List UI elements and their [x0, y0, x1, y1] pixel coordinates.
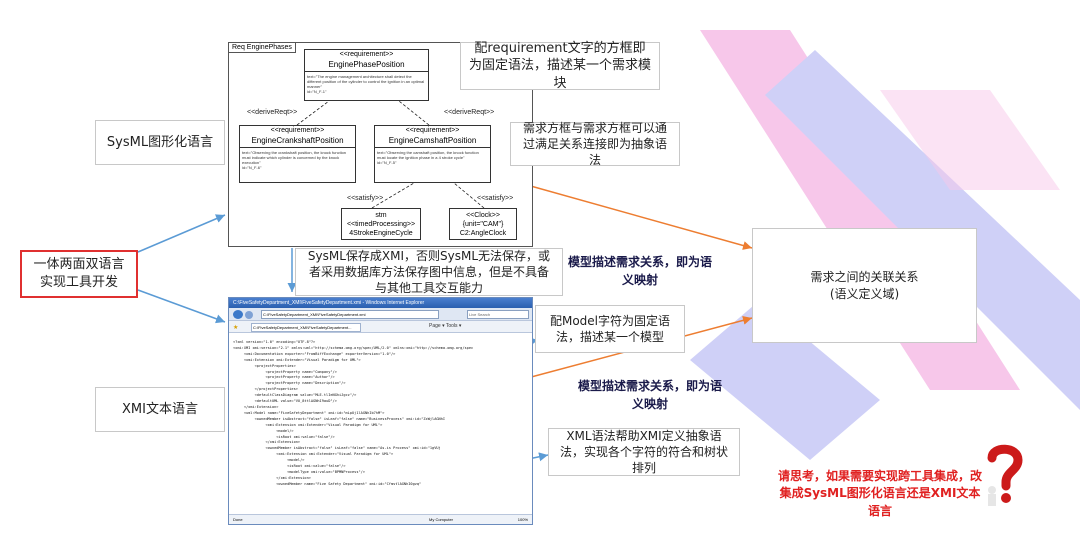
back-icon[interactable]	[233, 310, 243, 319]
sysml-language-box: SysML图形化语言	[95, 120, 225, 165]
ie-browser-window: C:\FiveSafetyDepartment_XMI\FiveSafetyDe…	[228, 297, 533, 525]
window-title: C:\FiveSafetyDepartment_XMI\FiveSafetyDe…	[229, 298, 532, 308]
callout-requirement-box: 配requirement文字的方框即为固定语法，描述某一个需求模块	[460, 42, 660, 90]
callout-relation: 需求方框与需求方框可以通过满足关系连接即为抽象语法	[510, 122, 680, 166]
dual-language-line2: 实现工具开发	[40, 274, 118, 292]
semantic-domain-line2: (语义定义域)	[830, 286, 899, 302]
callout-text: 配requirement文字的方框即为固定语法，描述某一个需求模块	[469, 40, 651, 93]
derive-right-label: <<deriveReqt>>	[444, 109, 494, 116]
callout-xml-grammar: XML语法帮助XMI定义抽象语法，实现各个字符的符合和树状排列	[548, 428, 740, 476]
block-line: stm	[342, 211, 420, 220]
semantic-domain-box: 需求之间的关联关系 (语义定义域)	[752, 228, 977, 343]
status-bar: Done My Computer 100%	[229, 514, 532, 524]
callout-text: 需求方框与需求方框可以通过满足关系连接即为抽象语法	[519, 120, 671, 169]
block-line: <<timedProcessing>>	[342, 220, 420, 229]
tab-bar: ★ C:\FiveSafetyDepartment_XMI\FiveSafety…	[229, 321, 532, 333]
status-zoom[interactable]: 100%	[518, 517, 528, 522]
derive-left-label: <<deriveReqt>>	[247, 109, 297, 116]
block-line: {unit="CAM"}	[450, 220, 516, 229]
satisfy-left-label: <<satisfy>>	[347, 195, 383, 202]
xmi-document-content: <?xml version="1.0" encoding="UTF-8"?> <…	[229, 334, 532, 514]
semantic-domain-line1: 需求之间的关联关系	[810, 269, 918, 285]
callout-text: 配Model字符为固定语法，描述某一个模型	[544, 313, 676, 345]
semantic-mapping-note-bottom: 模型描述需求关系，即为语义映射	[575, 377, 725, 413]
status-zone: My Computer	[429, 517, 453, 522]
callout-text: XML语法帮助XMI定义抽象语法，实现各个字符的符合和树状排列	[557, 428, 731, 477]
xmi-language-box: XMI文本语言	[95, 387, 225, 432]
dual-language-box: 一体两面双语言 实现工具开发	[20, 250, 138, 298]
sysml-language-label: SysML图形化语言	[107, 134, 213, 152]
block-line: C2:AngleClock	[450, 229, 516, 238]
browser-tab[interactable]: C:\FiveSafetyDepartment_XMI\FiveSafetyDe…	[251, 323, 361, 332]
url-input[interactable]: C:\FiveSafetyDepartment_XMI\FiveSafetyDe…	[261, 310, 439, 319]
block-engine-cycle: stm <<timedProcessing>> 4StrokeEngineCyc…	[341, 208, 421, 240]
block-line: <<Clock>>	[450, 211, 516, 220]
forward-icon[interactable]	[245, 311, 253, 319]
address-bar: C:\FiveSafetyDepartment_XMI\FiveSafetyDe…	[229, 308, 532, 321]
callout-model-fixed: 配Model字符为固定语法，描述某一个模型	[535, 305, 685, 353]
search-input[interactable]: Live Search	[467, 310, 529, 319]
question-mark-icon	[980, 440, 1030, 510]
status-done: Done	[233, 517, 243, 522]
toolbar-menus[interactable]: Page ▾ Tools ▾	[429, 323, 461, 329]
semantic-mapping-note-top: 模型描述需求关系，即为语义映射	[565, 253, 715, 289]
callout-text: SysML保存成XMI，否则SysML无法保存，或者采用数据库方法保存图中信息，…	[304, 248, 554, 297]
satisfy-right-label: <<satisfy>>	[477, 195, 513, 202]
block-line: 4StrokeEngineCycle	[342, 229, 420, 238]
callout-save-as-xmi: SysML保存成XMI，否则SysML无法保存，或者采用数据库方法保存图中信息，…	[295, 248, 563, 296]
block-angle-clock: <<Clock>> {unit="CAM"} C2:AngleClock	[449, 208, 517, 240]
xmi-language-label: XMI文本语言	[122, 401, 198, 419]
reflection-question: 请思考，如果需要实现跨工具集成，改集成SysML图形化语言还是XMI文本语言	[775, 468, 985, 520]
favorites-star-icon[interactable]: ★	[233, 324, 238, 331]
dual-language-line1: 一体两面双语言	[33, 256, 124, 274]
